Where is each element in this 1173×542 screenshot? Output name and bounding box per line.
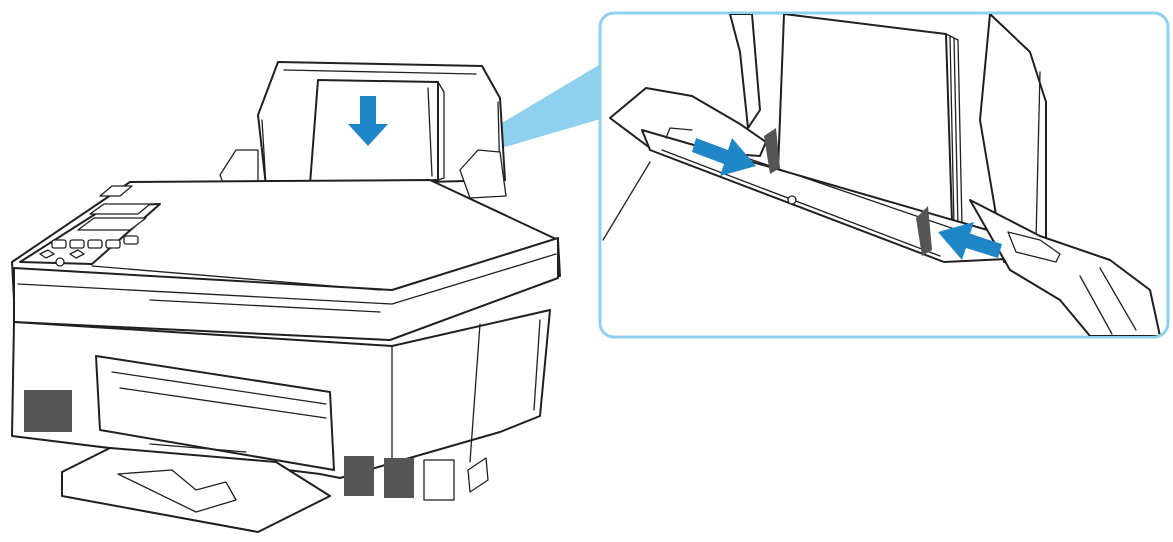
down-arrow-icon	[348, 96, 388, 146]
ink-window-black	[24, 390, 72, 432]
printer-body	[11, 179, 561, 479]
right-arrow-icon	[692, 138, 756, 176]
ink-tanks	[344, 456, 489, 501]
output-tray	[61, 443, 331, 533]
control-panel-buttons	[39, 185, 151, 267]
left-arrow-icon	[938, 222, 1002, 260]
